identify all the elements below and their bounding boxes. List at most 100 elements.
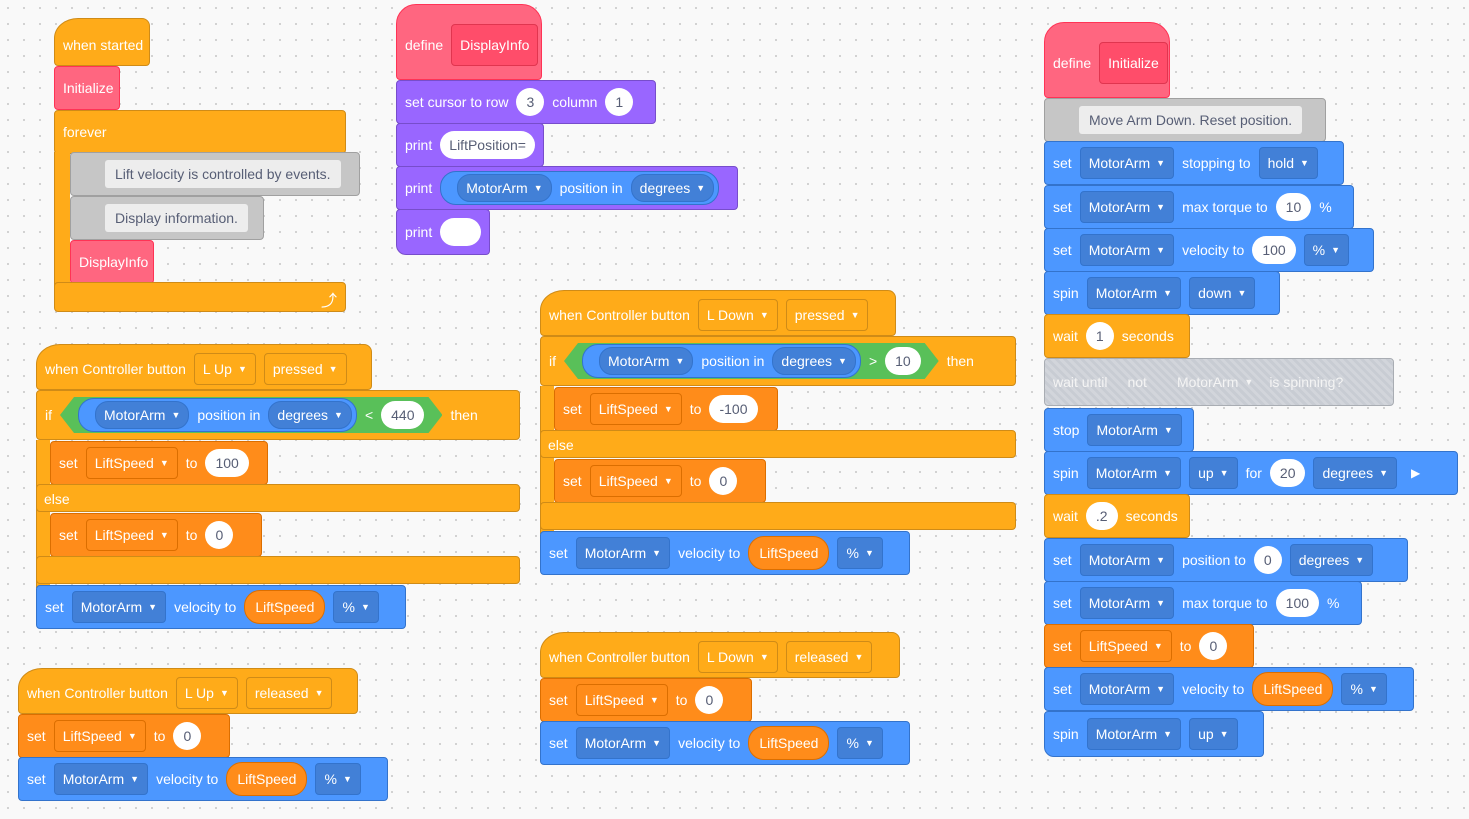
unit-dropdown[interactable]: % bbox=[1341, 673, 1387, 705]
play-triangle-icon[interactable]: ▶ bbox=[1411, 466, 1421, 480]
motor-dropdown[interactable]: MotorArm bbox=[1079, 544, 1175, 576]
set-max-torque-100-block[interactable]: set MotorArm max torque to 100 % bbox=[1044, 581, 1362, 625]
motor-dropdown[interactable]: MotorArm bbox=[95, 401, 189, 429]
displayinfo-call-block[interactable]: DisplayInfo bbox=[70, 240, 154, 284]
motor-dropdown[interactable]: MotorArm bbox=[1079, 234, 1175, 266]
motor-dropdown[interactable]: MotorArm bbox=[1169, 367, 1261, 397]
torque-input[interactable]: 100 bbox=[1275, 589, 1320, 617]
wait-input[interactable]: 1 bbox=[1085, 322, 1114, 350]
l-up-pressed-hat-block[interactable]: when Controller button L Up pressed bbox=[36, 344, 372, 390]
unit-dropdown[interactable]: % bbox=[1303, 234, 1350, 266]
initialize-name-slot[interactable]: Initialize bbox=[1099, 42, 1168, 84]
if-else-block[interactable]: if MotorArm position in degrees > 10 the… bbox=[540, 336, 1016, 386]
direction-dropdown[interactable]: down bbox=[1189, 277, 1256, 309]
set-position-block[interactable]: set MotorArm position to 0 degrees bbox=[1044, 538, 1408, 582]
set-max-torque-10-block[interactable]: set MotorArm max torque to 10 % bbox=[1044, 185, 1354, 229]
set-velocity-liftspeed-block[interactable]: set MotorArm velocity to LiftSpeed % bbox=[1044, 667, 1414, 711]
greater-than-condition[interactable]: MotorArm position in degrees > 10 bbox=[564, 343, 939, 379]
set-liftspeed-0-block[interactable]: set LiftSpeed to 0 bbox=[18, 714, 230, 758]
value-input[interactable]: 0 bbox=[173, 722, 202, 750]
button-dropdown[interactable]: L Up bbox=[175, 677, 238, 709]
degrees-unit-dropdown[interactable]: degrees bbox=[1313, 457, 1397, 489]
unit-dropdown[interactable]: % bbox=[315, 763, 361, 795]
degrees-dropdown[interactable]: degrees bbox=[268, 401, 352, 429]
spin-up-block[interactable]: spin MotorArm up bbox=[1044, 711, 1264, 757]
button-dropdown[interactable]: L Down bbox=[697, 641, 778, 673]
value-input[interactable]: 0 bbox=[695, 686, 724, 714]
print-position-block[interactable]: print MotorArm position in degrees bbox=[396, 166, 738, 210]
value-input[interactable]: 0 bbox=[1199, 632, 1228, 660]
limit-input[interactable]: 440 bbox=[381, 401, 424, 429]
wait-until-disabled-block[interactable]: wait until not MotorArm is spinning? bbox=[1044, 358, 1394, 406]
comment-text-display-info[interactable]: Display information. bbox=[105, 204, 248, 232]
set-velocity-block[interactable]: set MotorArm velocity to LiftSpeed % bbox=[540, 721, 910, 765]
set-velocity-100-block[interactable]: set MotorArm velocity to 100 % bbox=[1044, 228, 1374, 272]
motor-dropdown[interactable]: MotorArm bbox=[1079, 673, 1175, 705]
action-dropdown[interactable]: released bbox=[245, 677, 333, 709]
comment-block-move-arm[interactable]: Move Arm Down. Reset position. bbox=[1044, 98, 1326, 142]
action-dropdown[interactable]: released bbox=[785, 641, 873, 673]
forever-block[interactable]: forever bbox=[54, 110, 346, 154]
motor-dropdown[interactable]: MotorArm bbox=[1086, 457, 1182, 489]
wait-input[interactable]: .2 bbox=[1085, 502, 1118, 530]
action-dropdown[interactable]: pressed bbox=[785, 299, 869, 331]
velocity-input[interactable]: 100 bbox=[1252, 236, 1296, 264]
motor-dropdown[interactable]: MotorArm bbox=[1086, 718, 1182, 750]
less-than-condition[interactable]: MotorArm position in degrees < 440 bbox=[60, 397, 442, 433]
degrees-amount-input[interactable]: 20 bbox=[1269, 459, 1306, 487]
column-input[interactable]: 1 bbox=[605, 88, 634, 116]
set-liftspeed-0-block[interactable]: set LiftSpeed to 0 bbox=[540, 678, 752, 722]
variable-dropdown[interactable]: LiftSpeed bbox=[53, 720, 146, 752]
set-liftspeed-100-block[interactable]: set LiftSpeed to 100 bbox=[50, 441, 268, 485]
direction-dropdown[interactable]: up bbox=[1189, 457, 1238, 489]
value-input[interactable]: -100 bbox=[709, 395, 758, 423]
set-velocity-block[interactable]: set MotorArm velocity to LiftSpeed % bbox=[540, 531, 910, 575]
liftspeed-reporter[interactable]: LiftSpeed bbox=[226, 762, 308, 796]
define-initialize-hat-block[interactable]: define Initialize bbox=[1044, 22, 1170, 98]
set-velocity-block[interactable]: set MotorArm velocity to LiftSpeed % bbox=[36, 585, 406, 629]
set-stopping-block[interactable]: set MotorArm stopping to hold bbox=[1044, 141, 1344, 185]
motor-dropdown[interactable]: MotorArm bbox=[599, 347, 693, 375]
liftspeed-reporter[interactable]: LiftSpeed bbox=[1252, 672, 1334, 706]
print-blank-input[interactable] bbox=[440, 218, 481, 246]
initialize-call-block[interactable]: Initialize bbox=[54, 66, 120, 110]
degrees-dropdown[interactable]: degrees bbox=[630, 174, 715, 202]
displayinfo-name-slot[interactable]: DisplayInfo bbox=[451, 24, 539, 66]
set-velocity-block[interactable]: set MotorArm velocity to LiftSpeed % bbox=[18, 757, 388, 801]
spin-up-for-degrees-block[interactable]: spin MotorArm up for 20 degrees ▶ bbox=[1044, 451, 1458, 495]
motor-position-reporter[interactable]: MotorArm position in degrees bbox=[582, 344, 861, 378]
degrees-dropdown[interactable]: degrees bbox=[772, 347, 856, 375]
motor-dropdown[interactable]: MotorArm bbox=[575, 537, 671, 569]
position-input[interactable]: 0 bbox=[1253, 546, 1282, 574]
action-dropdown[interactable]: pressed bbox=[263, 353, 347, 385]
motor-dropdown[interactable]: MotorArm bbox=[457, 174, 552, 202]
comment-block-display-info[interactable]: Display information. bbox=[70, 196, 264, 240]
button-dropdown[interactable]: L Up bbox=[193, 353, 256, 385]
motor-dropdown[interactable]: MotorArm bbox=[1079, 191, 1175, 223]
motor-dropdown[interactable]: MotorArm bbox=[53, 763, 149, 795]
unit-dropdown[interactable]: % bbox=[837, 727, 883, 759]
degrees-unit-dropdown[interactable]: degrees bbox=[1289, 544, 1374, 576]
motor-dropdown[interactable]: MotorArm bbox=[575, 727, 671, 759]
set-liftspeed-0-block[interactable]: set LiftSpeed to 0 bbox=[554, 459, 766, 503]
comment-block-lift-velocity[interactable]: Lift velocity is controlled by events. bbox=[70, 152, 360, 196]
comment-text-lift-velocity[interactable]: Lift velocity is controlled by events. bbox=[105, 160, 341, 188]
print-text-input[interactable]: LiftPosition= bbox=[440, 131, 535, 159]
variable-dropdown[interactable]: LiftSpeed bbox=[575, 684, 668, 716]
motor-dropdown[interactable]: MotorArm bbox=[1086, 277, 1182, 309]
row-input[interactable]: 3 bbox=[516, 88, 545, 116]
unit-dropdown[interactable]: % bbox=[333, 591, 379, 623]
motor-dropdown[interactable]: MotorArm bbox=[1087, 414, 1182, 446]
value-input[interactable]: 0 bbox=[709, 467, 738, 495]
motor-dropdown[interactable]: MotorArm bbox=[71, 591, 167, 623]
motor-position-reporter[interactable]: MotorArm position in degrees bbox=[78, 398, 357, 432]
set-cursor-block[interactable]: set cursor to row 3 column 1 bbox=[396, 80, 656, 124]
motor-position-reporter[interactable]: MotorArm position in degrees bbox=[440, 171, 720, 205]
value-input[interactable]: 100 bbox=[205, 449, 249, 477]
l-down-pressed-hat-block[interactable]: when Controller button L Down pressed bbox=[540, 290, 896, 336]
set-liftspeed-0-block[interactable]: set LiftSpeed to 0 bbox=[1044, 624, 1254, 668]
wait-1-seconds-block[interactable]: wait 1 seconds bbox=[1044, 314, 1190, 358]
variable-dropdown[interactable]: LiftSpeed bbox=[589, 393, 682, 425]
limit-input[interactable]: 10 bbox=[885, 347, 921, 375]
stop-block[interactable]: stop MotorArm bbox=[1044, 408, 1194, 452]
